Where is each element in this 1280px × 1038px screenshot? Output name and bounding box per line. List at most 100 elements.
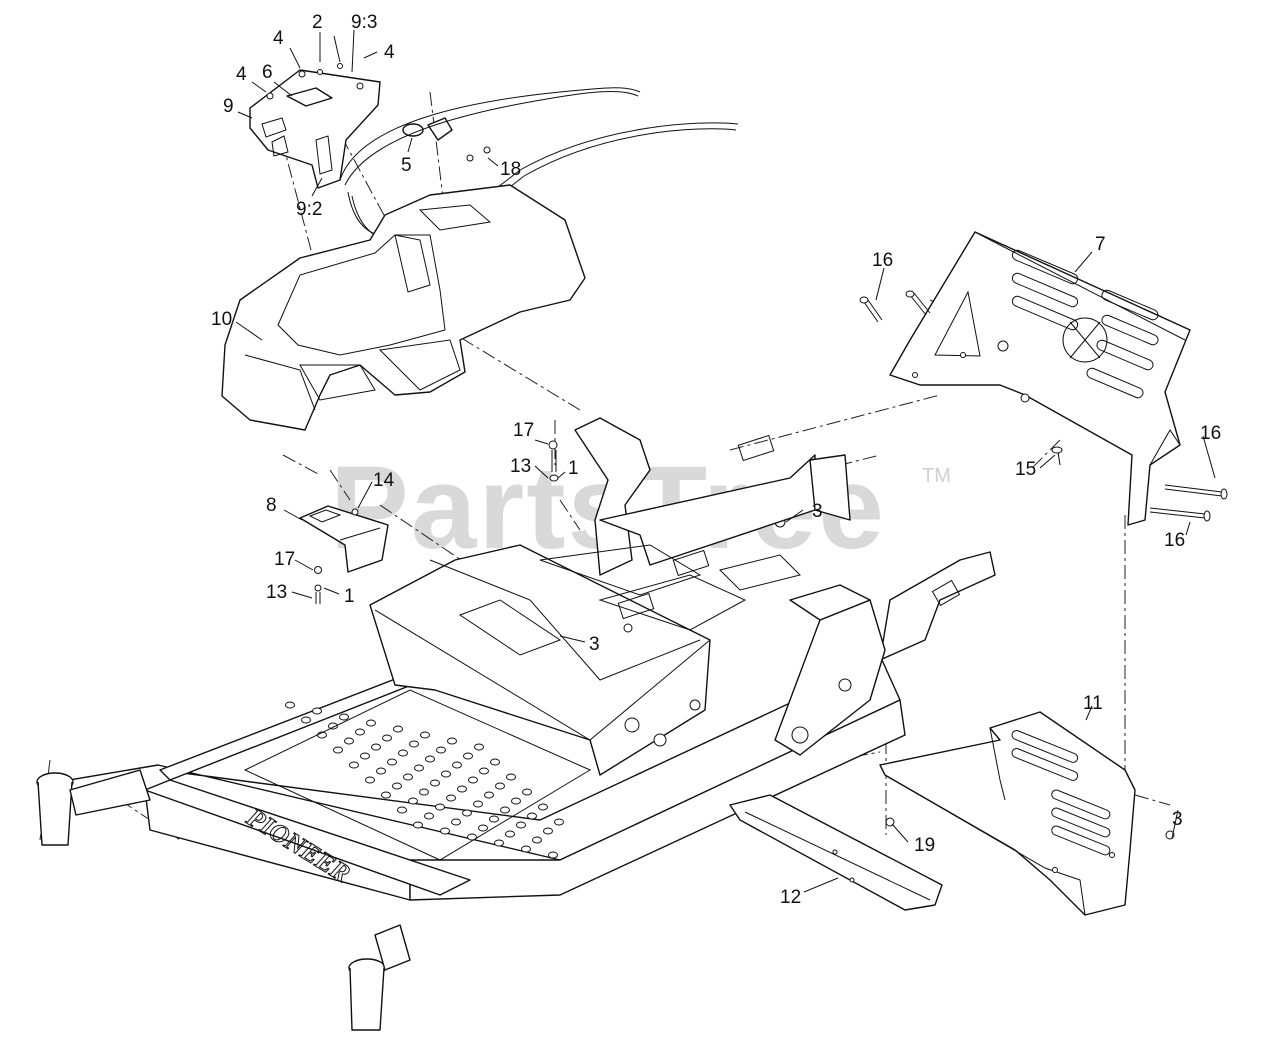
perforation-hole: [436, 746, 446, 754]
perforation-hole: [435, 803, 445, 811]
perforation-hole: [538, 803, 548, 811]
perforation-hole: [398, 749, 408, 757]
perforation-hole: [489, 815, 499, 823]
perforation-hole: [479, 767, 489, 775]
perforation-hole: [447, 737, 457, 745]
perforation-hole: [366, 719, 376, 727]
perforation-hole: [430, 779, 440, 787]
perforation-hole: [393, 725, 403, 733]
floor-pan-perforations: [285, 701, 564, 859]
seat-bolts: [859, 290, 1228, 522]
callout-3: 3: [589, 634, 600, 655]
perforation-hole: [474, 743, 484, 751]
callout-9-2: 9:2: [296, 199, 322, 220]
callout-8: 8: [266, 495, 277, 516]
perforation-hole: [441, 770, 451, 778]
perforation-hole: [522, 788, 532, 796]
callout-9-3: 9:3: [351, 12, 377, 33]
perforation-hole: [414, 764, 424, 772]
perforation-hole: [521, 845, 531, 853]
perforation-hole: [424, 812, 434, 820]
callout-7: 7: [1095, 234, 1106, 255]
key-switch: [402, 117, 491, 162]
callout-18: 18: [500, 159, 521, 180]
console-body: [221, 184, 586, 431]
cables: [339, 87, 739, 242]
callout-17: 17: [513, 420, 534, 441]
perforation-hole: [339, 713, 349, 721]
footrest: [879, 711, 1136, 916]
perforation-hole: [505, 830, 515, 838]
perforation-hole: [452, 761, 462, 769]
callout-16: 16: [872, 250, 893, 271]
callout-1: 1: [568, 458, 579, 479]
perforation-hole: [285, 701, 295, 709]
perforation-hole: [355, 728, 365, 736]
perforation-hole: [408, 797, 418, 805]
callout-4: 4: [236, 64, 247, 85]
callout-13: 13: [266, 582, 287, 603]
perforation-hole: [554, 818, 564, 826]
perforation-hole: [425, 755, 435, 763]
perforation-hole: [409, 740, 419, 748]
cover-plate: [729, 794, 943, 911]
seat-slots: [1011, 249, 1159, 399]
callout-1: 1: [344, 586, 355, 607]
callout-16: 16: [1164, 530, 1185, 551]
perforation-hole: [511, 797, 521, 805]
perforation-hole: [333, 746, 343, 754]
perforation-hole: [344, 737, 354, 745]
perforation-hole: [382, 734, 392, 742]
callout-12: 12: [780, 887, 801, 908]
callout-4: 4: [384, 42, 395, 63]
callout-16: 16: [1200, 423, 1221, 444]
perforation-hole: [478, 824, 488, 832]
floor-pan: [243, 689, 592, 861]
perforation-hole: [527, 812, 537, 820]
callout-2: 2: [312, 12, 323, 33]
seat-platform: [889, 231, 1191, 526]
perforation-hole: [413, 821, 423, 829]
perforation-hole: [328, 722, 338, 730]
perforation-hole: [440, 827, 450, 835]
callout-17: 17: [274, 549, 295, 570]
callout-10: 10: [211, 309, 232, 330]
callout-6: 6: [262, 62, 273, 83]
perforation-hole: [376, 767, 386, 775]
main-frame: [36, 417, 996, 1031]
perforation-hole: [360, 752, 370, 760]
perforation-hole: [543, 827, 553, 835]
perforation-hole: [467, 833, 477, 841]
perforation-hole: [484, 791, 494, 799]
perforation-hole: [516, 821, 526, 829]
perforation-hole: [420, 731, 430, 739]
callouts: 2 4 9:3 4 4 6 9 5 18 9:2 10 16 7 17 13 1…: [211, 12, 1221, 908]
perforation-hole: [381, 791, 391, 799]
perforation-hole: [397, 806, 407, 814]
callout-19: 19: [914, 835, 935, 856]
perforation-hole: [468, 776, 478, 784]
perforation-hole: [371, 743, 381, 751]
perforation-hole: [301, 716, 311, 724]
perforation-hole: [446, 794, 456, 802]
perforation-hole: [387, 758, 397, 766]
perforation-hole: [473, 800, 483, 808]
perforation-hole: [490, 758, 500, 766]
perforation-hole: [403, 773, 413, 781]
perforation-hole: [349, 761, 359, 769]
perforation-hole: [494, 839, 504, 847]
callout-5: 5: [401, 155, 412, 176]
perforation-hole: [500, 806, 510, 814]
perforation-hole: [495, 782, 505, 790]
callout-3: 3: [812, 501, 823, 522]
leader-lines: [235, 29, 1216, 893]
callout-4: 4: [273, 28, 284, 49]
perforation-hole: [463, 752, 473, 760]
perforation-hole: [419, 788, 429, 796]
perforation-hole: [312, 707, 322, 715]
perforation-hole: [506, 773, 516, 781]
watermark-trademark: TM: [922, 465, 951, 487]
perforation-hole: [365, 776, 375, 784]
perforation-hole: [548, 851, 558, 859]
callout-15: 15: [1015, 459, 1036, 480]
